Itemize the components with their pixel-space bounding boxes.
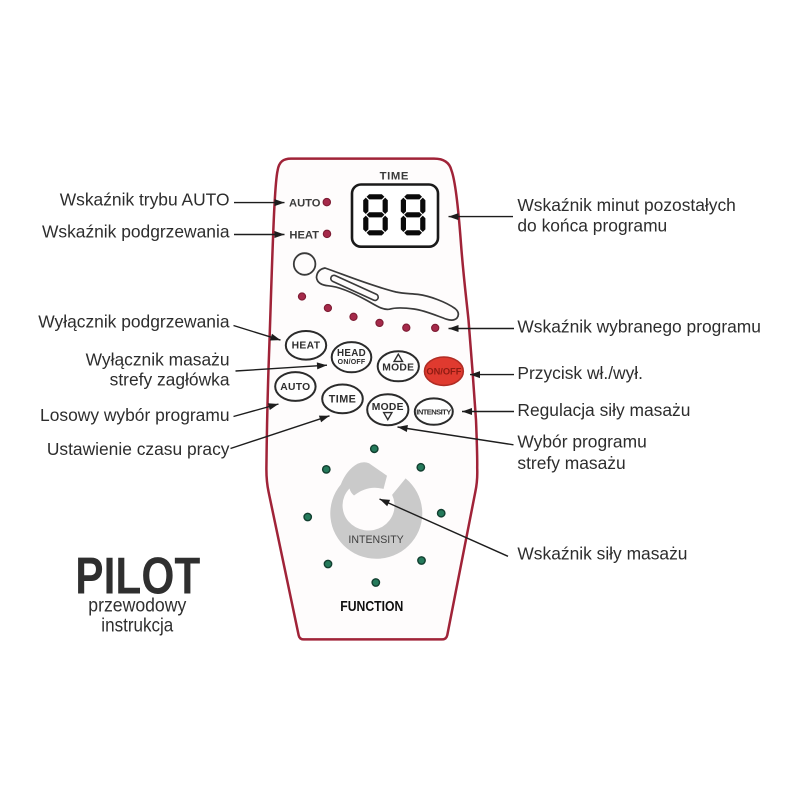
svg-text:strefy zagłówka: strefy zagłówka [110,369,230,389]
svg-text:strefy masażu: strefy masażu [517,453,625,473]
svg-text:INTENSITY: INTENSITY [416,408,451,417]
svg-text:ON/OFF: ON/OFF [338,359,366,366]
svg-text:FUNCTION: FUNCTION [340,599,403,615]
svg-text:INTENSITY: INTENSITY [348,534,403,546]
svg-text:MODE: MODE [382,363,414,374]
svg-text:Wyłącznik podgrzewania: Wyłącznik podgrzewania [38,311,230,331]
svg-text:do końca programu: do końca programu [517,215,667,235]
svg-text:HEAD: HEAD [337,348,366,359]
svg-text:PILOT: PILOT [75,547,200,605]
svg-text:Wyłącznik masażu: Wyłącznik masażu [86,350,230,370]
svg-text:Przycisk wł./wył.: Przycisk wł./wył. [517,363,643,383]
svg-text:AUTO: AUTO [289,197,321,209]
svg-text:Wskaźnik wybranego programu: Wskaźnik wybranego programu [517,317,761,337]
svg-text:Wskaźnik minut pozostałych: Wskaźnik minut pozostałych [517,195,735,215]
svg-text:TIME: TIME [329,393,356,405]
svg-text:HEAT: HEAT [292,341,321,352]
svg-text:Wskaźnik siły masażu: Wskaźnik siły masażu [517,543,687,563]
svg-text:Regulacja siły masażu: Regulacja siły masażu [517,400,690,420]
svg-text:Wskaźnik podgrzewania: Wskaźnik podgrzewania [42,221,230,241]
svg-text:Wybór programu: Wybór programu [517,431,646,451]
svg-text:AUTO: AUTO [280,382,310,393]
svg-text:instrukcja: instrukcja [101,615,173,637]
svg-text:HEAT: HEAT [289,229,319,241]
svg-text:TIME: TIME [380,170,409,182]
svg-text:Wskaźnik trybu AUTO: Wskaźnik trybu AUTO [60,189,230,209]
svg-text:MODE: MODE [372,402,404,413]
svg-text:Losowy wybór programu: Losowy wybór programu [40,405,229,425]
svg-text:ON/OFF: ON/OFF [426,367,461,377]
svg-text:Ustawienie czasu pracy: Ustawienie czasu pracy [47,439,230,459]
svg-text:przewodowy: przewodowy [88,595,186,617]
